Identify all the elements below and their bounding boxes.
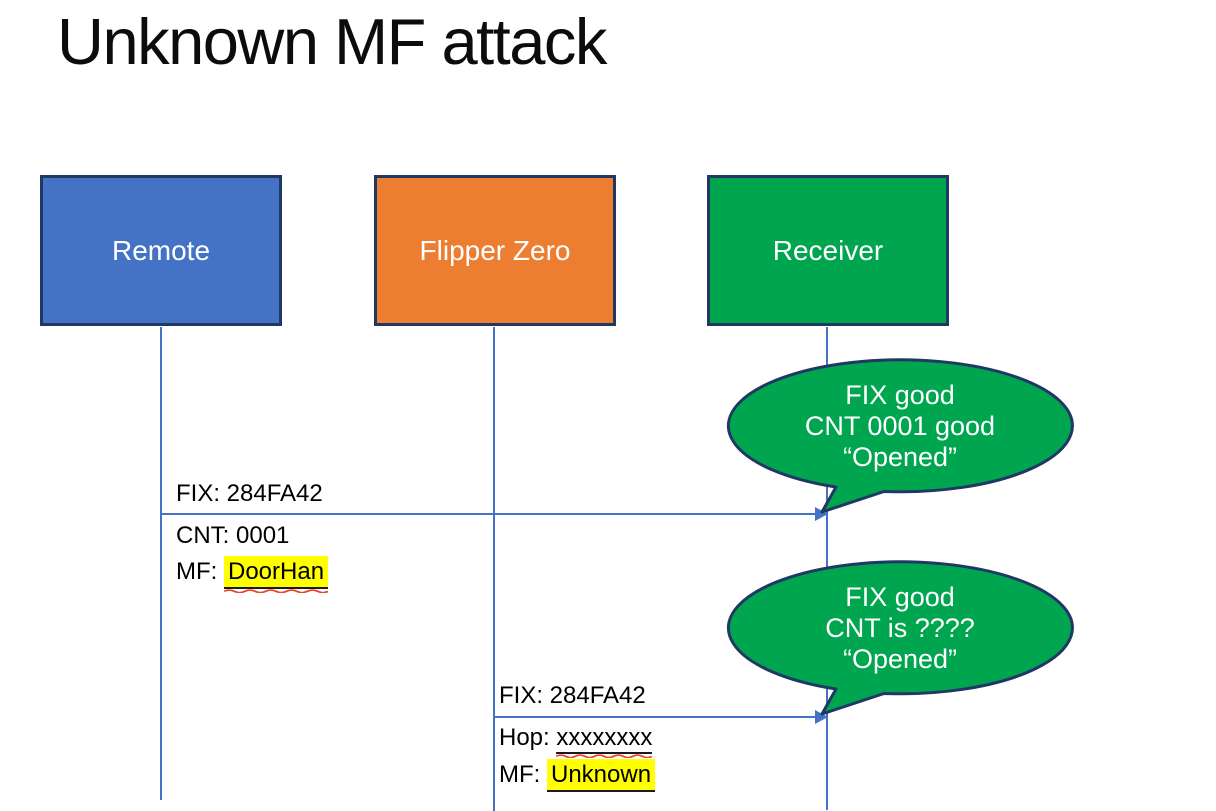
callout-bubble-2 — [726, 560, 1074, 716]
actor-label-flipper-zero: Flipper Zero — [419, 234, 571, 266]
message-1-line-3-prefix: MF: — [176, 558, 224, 585]
spellcheck-squiggle-icon — [556, 753, 653, 758]
flagged-word-hopcode: xxxxxxxx — [556, 724, 653, 758]
message-2-line-2: Hop: xxxxxxxx — [499, 723, 653, 758]
message-1-line-2: CNT: 0001 — [176, 522, 290, 549]
callout-2-line-1: FIX good — [845, 582, 955, 612]
message-1-line-1: FIX: 284FA42 — [176, 480, 323, 507]
flagged-word-doorhan-text: DoorHan — [228, 558, 325, 585]
callout-1-line-2: CNT 0001 good — [804, 411, 996, 441]
actor-box-flipper-zero: Flipper Zero — [374, 175, 616, 326]
callout-2-line-2: CNT is ???? — [825, 613, 975, 643]
actor-box-remote: Remote — [40, 175, 282, 326]
message-2-line-3: MF: Unknown — [499, 759, 656, 792]
lifeline-flipper-zero — [493, 327, 495, 811]
slide-title: Unknown MF attack — [57, 5, 607, 78]
message-2-line-3-prefix: MF: — [499, 761, 547, 788]
message-1-arrow-line — [161, 513, 816, 515]
callout-1-line-3: “Opened” — [842, 442, 958, 472]
message-2-line-2-prefix: Hop: — [499, 724, 557, 751]
callout-2-line-3: “Opened” — [842, 644, 958, 674]
message-2-arrow-line — [494, 716, 816, 718]
flagged-word-hopcode-text: xxxxxxxx — [556, 724, 653, 751]
actor-label-receiver: Receiver — [772, 234, 884, 266]
flagged-word-unknown-text: Unknown — [551, 761, 652, 788]
actor-box-receiver: Receiver — [707, 175, 949, 326]
message-1-line-3: MF: DoorHan — [176, 556, 329, 593]
flagged-word-doorhan: DoorHan — [224, 556, 329, 593]
callout-2-text: FIX good CNT is ???? “Opened” — [728, 582, 1072, 675]
actor-label-remote: Remote — [111, 234, 211, 266]
lifeline-remote — [160, 327, 162, 800]
spellcheck-squiggle-icon — [224, 588, 329, 593]
callout-1-line-1: FIX good — [845, 380, 955, 410]
flagged-word-unknown: Unknown — [547, 759, 656, 792]
message-2-line-1: FIX: 284FA42 — [499, 682, 646, 709]
callout-1-text: FIX good CNT 0001 good “Opened” — [728, 380, 1072, 473]
callout-bubble-1 — [726, 358, 1074, 514]
